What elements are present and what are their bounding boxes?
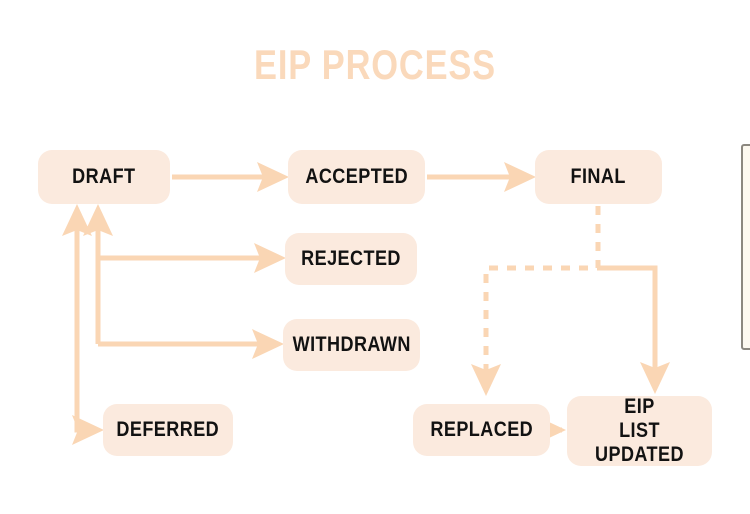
clipped-side-panel[interactable] [741, 144, 750, 350]
node-accepted[interactable]: ACCEPTED [288, 150, 425, 204]
node-withdrawn-label: WITHDRAWN [292, 332, 411, 356]
node-final-label: FINAL [570, 164, 627, 188]
node-accepted-label: ACCEPTED [305, 164, 408, 188]
node-deferred[interactable]: DEFERRED [103, 404, 233, 456]
node-draft[interactable]: DRAFT [38, 150, 170, 204]
node-draft-label: DRAFT [72, 164, 136, 188]
edge-final-to-replaced [471, 206, 601, 397]
node-deferred-label: DEFERRED [116, 417, 220, 441]
node-eip-list-updated-label: EIP LIST UPDATED [595, 394, 684, 467]
edge-draft-to-deferred [72, 415, 105, 445]
node-replaced[interactable]: REPLACED [413, 404, 550, 456]
node-withdrawn[interactable]: WITHDRAWN [283, 319, 420, 371]
node-rejected[interactable]: REJECTED [285, 233, 417, 285]
node-final[interactable]: FINAL [535, 150, 662, 204]
edge-final-to-eip-list [598, 265, 670, 395]
node-replaced-label: REPLACED [430, 417, 533, 441]
node-eip-list-updated[interactable]: EIP LIST UPDATED [567, 394, 712, 467]
node-rejected-label: REJECTED [301, 246, 401, 270]
page-title: EIP PROCESS [254, 41, 496, 88]
